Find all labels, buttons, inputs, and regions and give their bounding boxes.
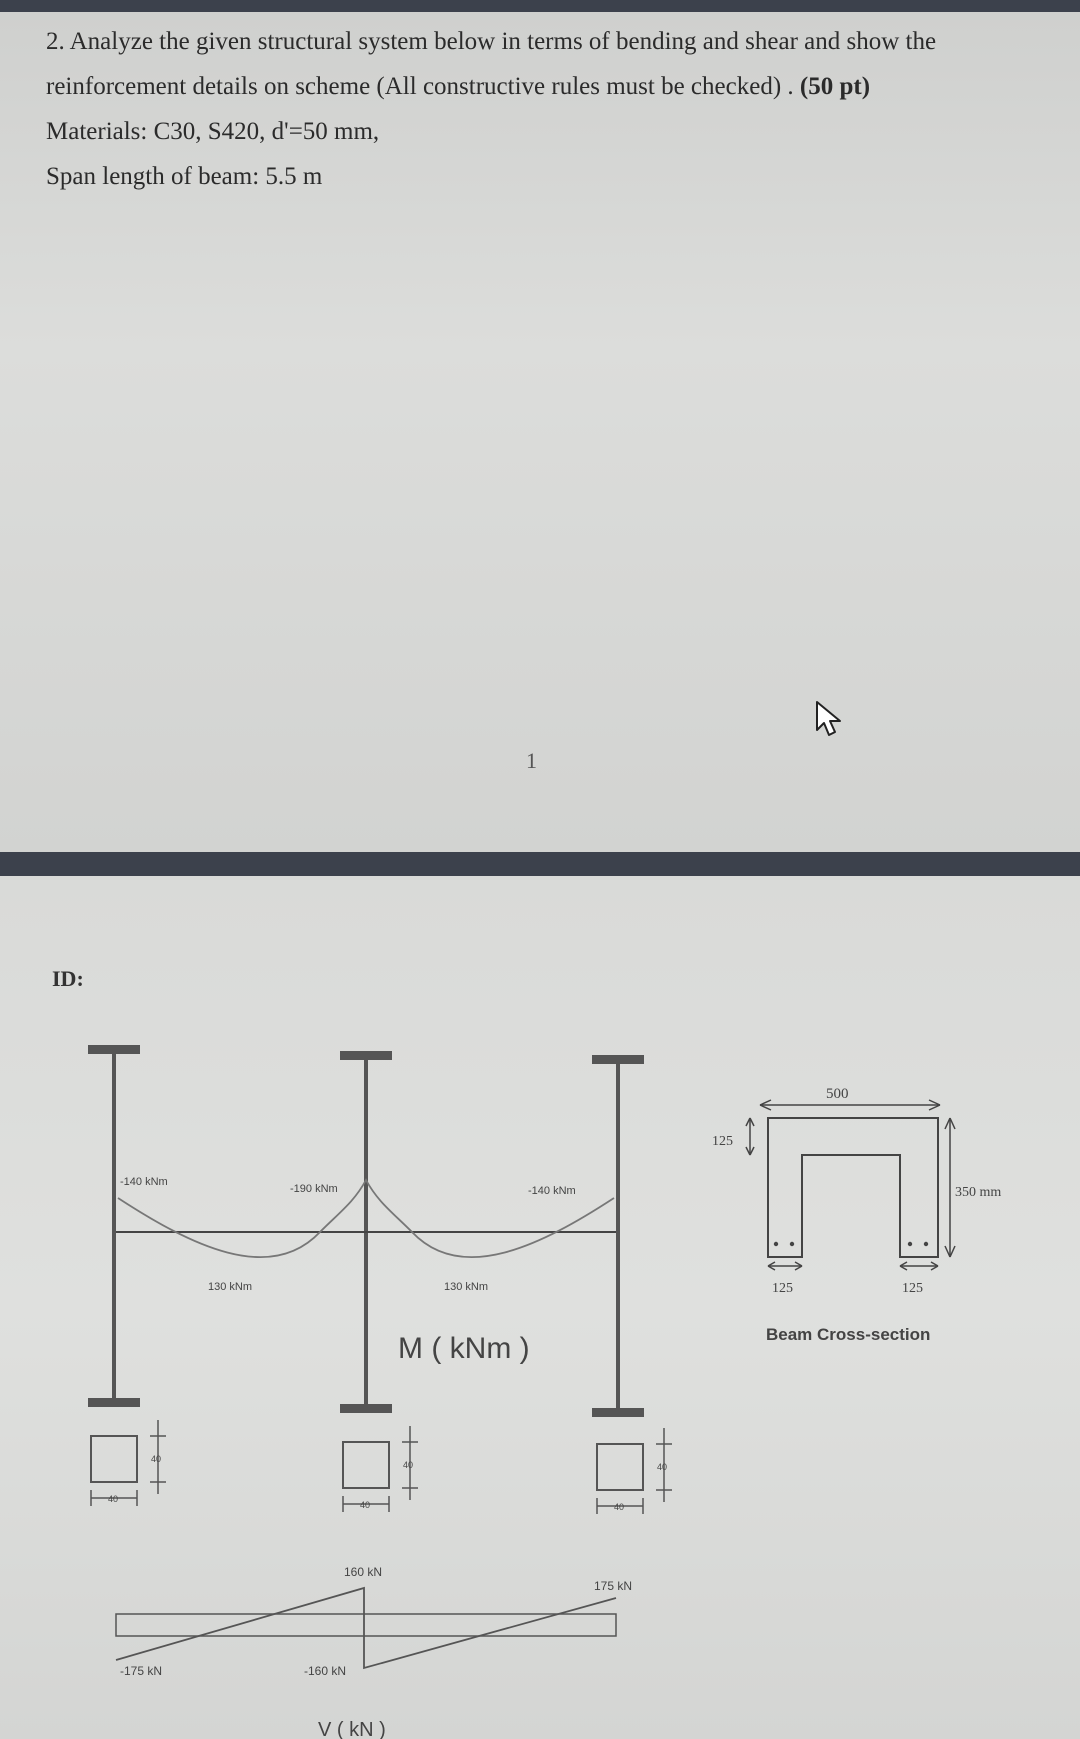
- column-width-label-right: 40: [614, 1502, 624, 1512]
- column-section-middle: 40 40: [342, 1426, 418, 1512]
- page-1: [0, 12, 1080, 852]
- shear-label-right-support: 175 kN: [594, 1579, 632, 1593]
- shear-label-middle-left: 160 kN: [344, 1565, 382, 1579]
- moment-diagram-title: M ( kNm ): [398, 1332, 530, 1365]
- column-depth-label-middle: 40: [403, 1460, 413, 1470]
- cross-section-title: Beam Cross-section: [766, 1325, 930, 1344]
- mouse-cursor-icon: [816, 701, 841, 736]
- question-line-2-text: reinforcement details on scheme (All con…: [46, 73, 800, 100]
- page-2: [0, 876, 1080, 1739]
- cross-section-flange-label: 125: [712, 1134, 733, 1149]
- moment-label-right: -140 kNm: [528, 1185, 576, 1197]
- top-bar: [0, 0, 1080, 12]
- column-right: [592, 1055, 644, 1417]
- span-moment-label-right: 130 kNm: [444, 1281, 488, 1293]
- shear-label-left-support: -175 kN: [120, 1664, 162, 1678]
- question-line-1: 2. Analyze the given structural system b…: [46, 28, 937, 55]
- column-width-label-left: 40: [108, 1494, 118, 1504]
- cross-section-web-right-label: 125: [902, 1281, 923, 1296]
- cross-section-height-label: 350 mm: [955, 1185, 1001, 1200]
- column-left: [88, 1045, 140, 1407]
- column-depth-label-right: 40: [657, 1462, 667, 1472]
- cross-section-web-left-label: 125: [772, 1281, 793, 1296]
- id-label: ID:: [52, 966, 84, 991]
- span-moment-label-left: 130 kNm: [208, 1281, 252, 1293]
- moment-label-left: -140 kNm: [120, 1176, 168, 1188]
- column-width-label-middle: 40: [360, 1500, 370, 1510]
- shear-diagram-title: V ( kN ): [318, 1719, 386, 1739]
- page-number: 1: [526, 748, 537, 773]
- column-section-left: 40 40: [90, 1420, 166, 1506]
- beam-cross-section: [745, 1099, 956, 1271]
- shear-diagram: [115, 1586, 617, 1670]
- moment-label-middle: -190 kNm: [290, 1183, 338, 1195]
- shear-label-middle-right: -160 kN: [304, 1664, 346, 1678]
- moment-curve: [117, 1178, 615, 1258]
- span-line: Span length of beam: 5.5 m: [46, 163, 323, 190]
- materials-line: Materials: C30, S420, d'=50 mm,: [46, 118, 380, 145]
- cross-section-width-label: 500: [826, 1086, 849, 1102]
- question-line-2: reinforcement details on scheme (All con…: [46, 73, 870, 101]
- question-points: (50 pt): [799, 73, 871, 100]
- column-section-right: 40 40: [596, 1428, 672, 1514]
- column-depth-label-left: 40: [151, 1454, 161, 1464]
- page-separator: [0, 852, 1080, 876]
